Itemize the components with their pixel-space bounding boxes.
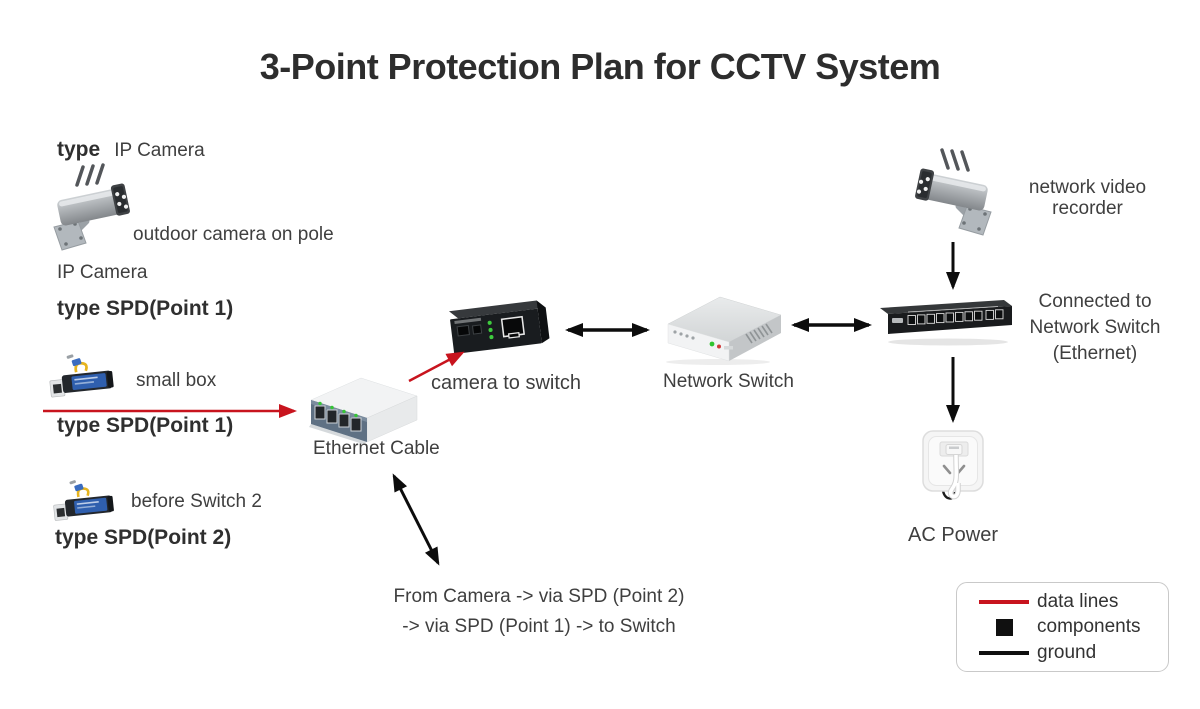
red-line-swatch [971, 599, 1037, 604]
camera-to-switch-label: camera to switch [431, 372, 582, 394]
ground-ethernet-to-flownote-arrow [392, 473, 440, 566]
type-label: type [57, 138, 101, 161]
black-square-swatch [971, 618, 1037, 636]
poe-note-line3: (Ethernet) [1052, 343, 1138, 364]
legend-box: data lines components ground [956, 582, 1169, 672]
network-switch-icon [656, 288, 791, 366]
legend-row-components: components [971, 616, 1162, 638]
ethernet-switch-icon [303, 370, 425, 444]
nvr-label-line1: network video [1028, 177, 1147, 198]
camera-name: IP Camera [57, 262, 148, 283]
surge-protector-icon [46, 350, 118, 404]
poe-note-line1: Connected to [1038, 291, 1152, 312]
nvr-label: network video recorder [995, 177, 1180, 219]
black-line-swatch [971, 650, 1037, 655]
spd2-heading: type SPD(Point 2) [55, 526, 232, 549]
flow-note: From Camera -> via SPD (Point 2) -> via … [338, 582, 740, 642]
flow-note-line2: -> via SPD (Point 1) -> to Switch [402, 616, 676, 637]
nvr-label-line2: recorder [1052, 198, 1123, 219]
legend-label-components: components [1037, 616, 1141, 637]
camera-caption: outdoor camera on pole [133, 224, 334, 245]
type-value: IP Camera [114, 140, 205, 161]
ac-power-label: AC Power [907, 524, 999, 546]
camera-spd-heading: type SPD(Point 1) [57, 297, 234, 320]
legend-label-ground: ground [1037, 641, 1097, 663]
media-converter-icon [441, 291, 559, 361]
legend-row-data-lines: data lines [971, 591, 1162, 613]
power-outlet-icon [921, 429, 987, 509]
spd1-caption: small box [136, 370, 217, 391]
legend-row-ground: ground [971, 642, 1162, 664]
poe-switch-note: Connected to Network Switch (Ethernet) [1005, 289, 1185, 367]
cctv-camera-icon [50, 163, 142, 259]
page-title: 3-Point Protection Plan for CCTV System [259, 46, 941, 87]
spd1-heading: type SPD(Point 1) [57, 414, 234, 437]
spd2-caption: before Switch 2 [131, 491, 262, 512]
legend-label-data-lines: data lines [1037, 590, 1119, 612]
poe-note-line2: Network Switch [1029, 317, 1161, 338]
rack-switch-icon [878, 296, 1016, 348]
nvr-camera-icon [903, 148, 995, 244]
network-switch-label: Network Switch [663, 371, 794, 392]
flow-note-line1: From Camera -> via SPD (Point 2) [393, 586, 685, 607]
surge-protector-icon [50, 476, 118, 527]
camera-type-row: type IP Camera [57, 138, 205, 162]
ethernet-cable-label: Ethernet Cable [313, 438, 440, 459]
